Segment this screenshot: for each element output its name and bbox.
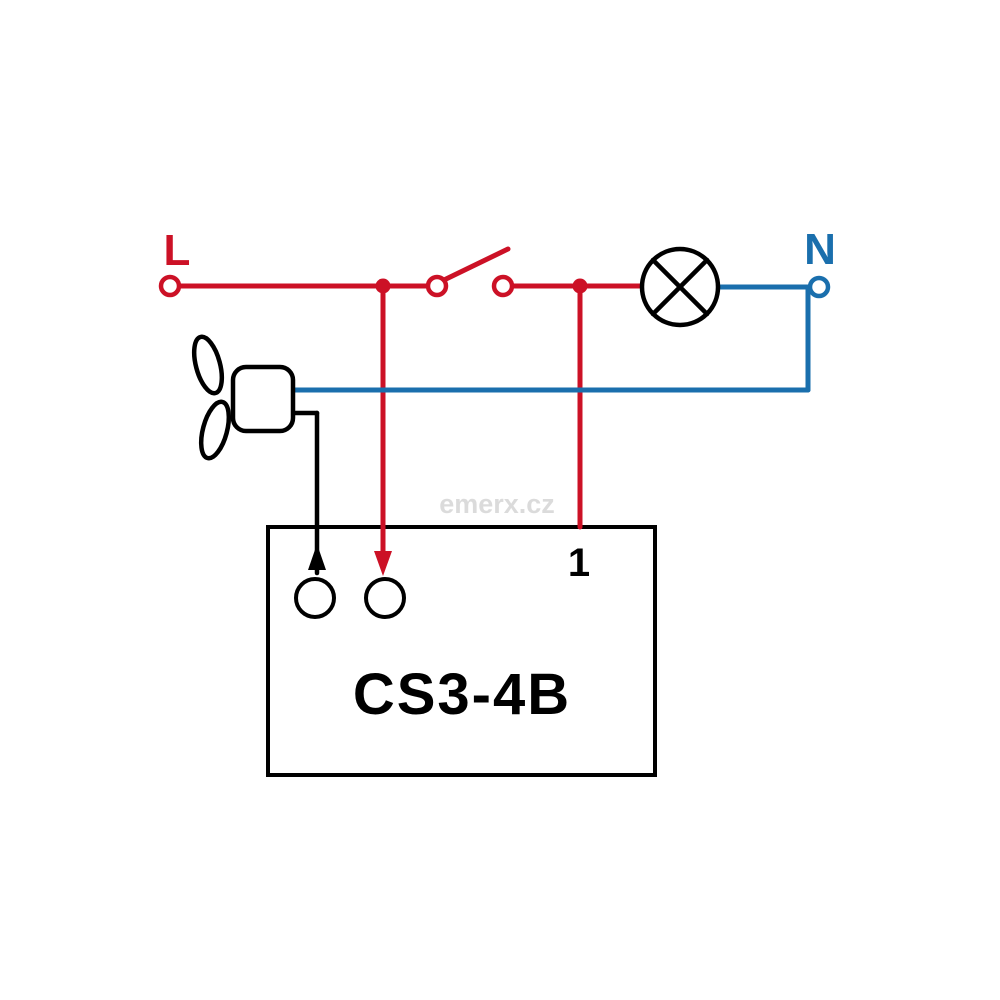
switch-contact-left bbox=[425, 274, 449, 298]
relay-terminal-right bbox=[364, 577, 406, 619]
arrow-up-black bbox=[308, 544, 326, 570]
label-neutral-n: N bbox=[804, 225, 836, 274]
watermark-text: emerx.cz bbox=[439, 489, 555, 519]
junction-dot-left bbox=[375, 278, 391, 294]
terminal-l bbox=[158, 274, 182, 298]
relay-terminal-left bbox=[294, 577, 336, 619]
switch-lever bbox=[441, 246, 511, 283]
label-terminal-1: 1 bbox=[568, 541, 590, 585]
terminal-n bbox=[807, 275, 831, 299]
device-label: CS3-4B bbox=[353, 662, 571, 727]
fan-motor-body bbox=[230, 364, 296, 434]
fan-motor-symbol bbox=[191, 334, 296, 461]
fan-blade-top bbox=[191, 334, 225, 396]
lamp-symbol bbox=[639, 246, 721, 328]
fan-blade-bottom bbox=[198, 399, 232, 461]
junction-dot-right bbox=[572, 278, 588, 294]
arrow-down-red bbox=[374, 551, 392, 576]
relay-box bbox=[266, 525, 657, 777]
label-phase-l: L bbox=[164, 226, 191, 275]
lamp-cross-2 bbox=[650, 257, 710, 317]
switch-contact-right bbox=[491, 274, 515, 298]
